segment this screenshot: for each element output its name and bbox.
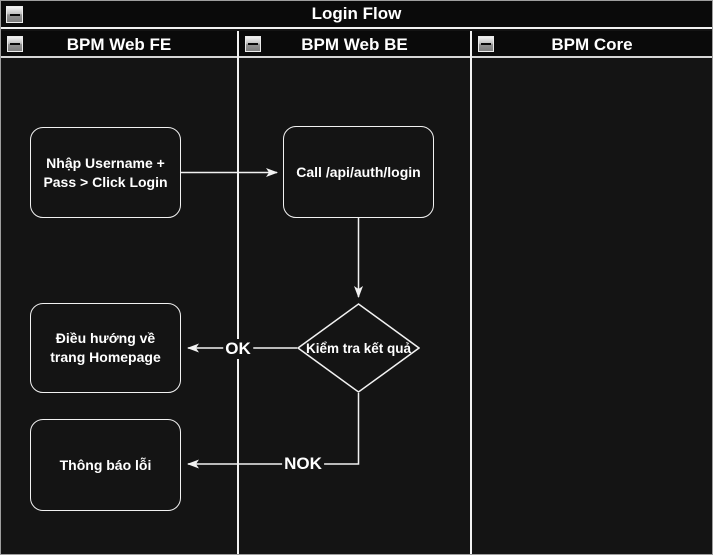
node-label: Call /api/auth/login	[296, 163, 421, 180]
lane-core-collapse-button[interactable]	[478, 36, 494, 52]
pool-title-bar[interactable]: Login Flow	[1, 1, 712, 29]
node-navigate-homepage[interactable]: Điều hướng về trang Homepage	[30, 303, 181, 393]
lane-fe-collapse-button[interactable]	[7, 36, 23, 52]
edge-label-ok[interactable]: OK	[223, 339, 253, 359]
node-input-credentials[interactable]: Nhập Username + Pass > Click Login	[30, 127, 181, 218]
node-error-message[interactable]: Thông báo lỗi	[30, 419, 181, 511]
minus-icon	[481, 43, 491, 45]
lane-header-bpm-web-fe[interactable]: BPM Web FE	[1, 31, 237, 58]
node-label: Kiểm tra kết quả	[305, 340, 412, 356]
lane-header-bpm-web-be[interactable]: BPM Web BE	[239, 31, 470, 58]
lane-header-bpm-core[interactable]: BPM Core	[472, 31, 712, 58]
pool-collapse-button[interactable]	[6, 6, 23, 23]
minus-icon	[248, 43, 258, 45]
pool-title: Login Flow	[311, 4, 402, 23]
lane-divider	[470, 31, 472, 554]
edge-label-nok[interactable]: NOK	[282, 454, 324, 474]
node-label: Điều hướng về trang Homepage	[50, 330, 161, 365]
lane-label: BPM Core	[551, 34, 633, 54]
lane-divider	[237, 31, 239, 554]
lane-be-collapse-button[interactable]	[245, 36, 261, 52]
minus-icon	[9, 13, 20, 16]
diamond-shape	[297, 303, 420, 393]
node-label: Nhập Username + Pass > Click Login	[43, 154, 168, 190]
edge-decision-nok-to-error[interactable]	[187, 393, 360, 469]
node-decision-check-result[interactable]: Kiểm tra kết quả	[297, 303, 420, 393]
lane-label: BPM Web BE	[301, 34, 408, 54]
node-label: Thông báo lỗi	[59, 456, 152, 473]
lane-header-strip	[1, 31, 712, 58]
lane-label: BPM Web FE	[66, 34, 172, 54]
node-call-login-api[interactable]: Call /api/auth/login	[283, 126, 434, 218]
minus-icon	[10, 43, 20, 45]
